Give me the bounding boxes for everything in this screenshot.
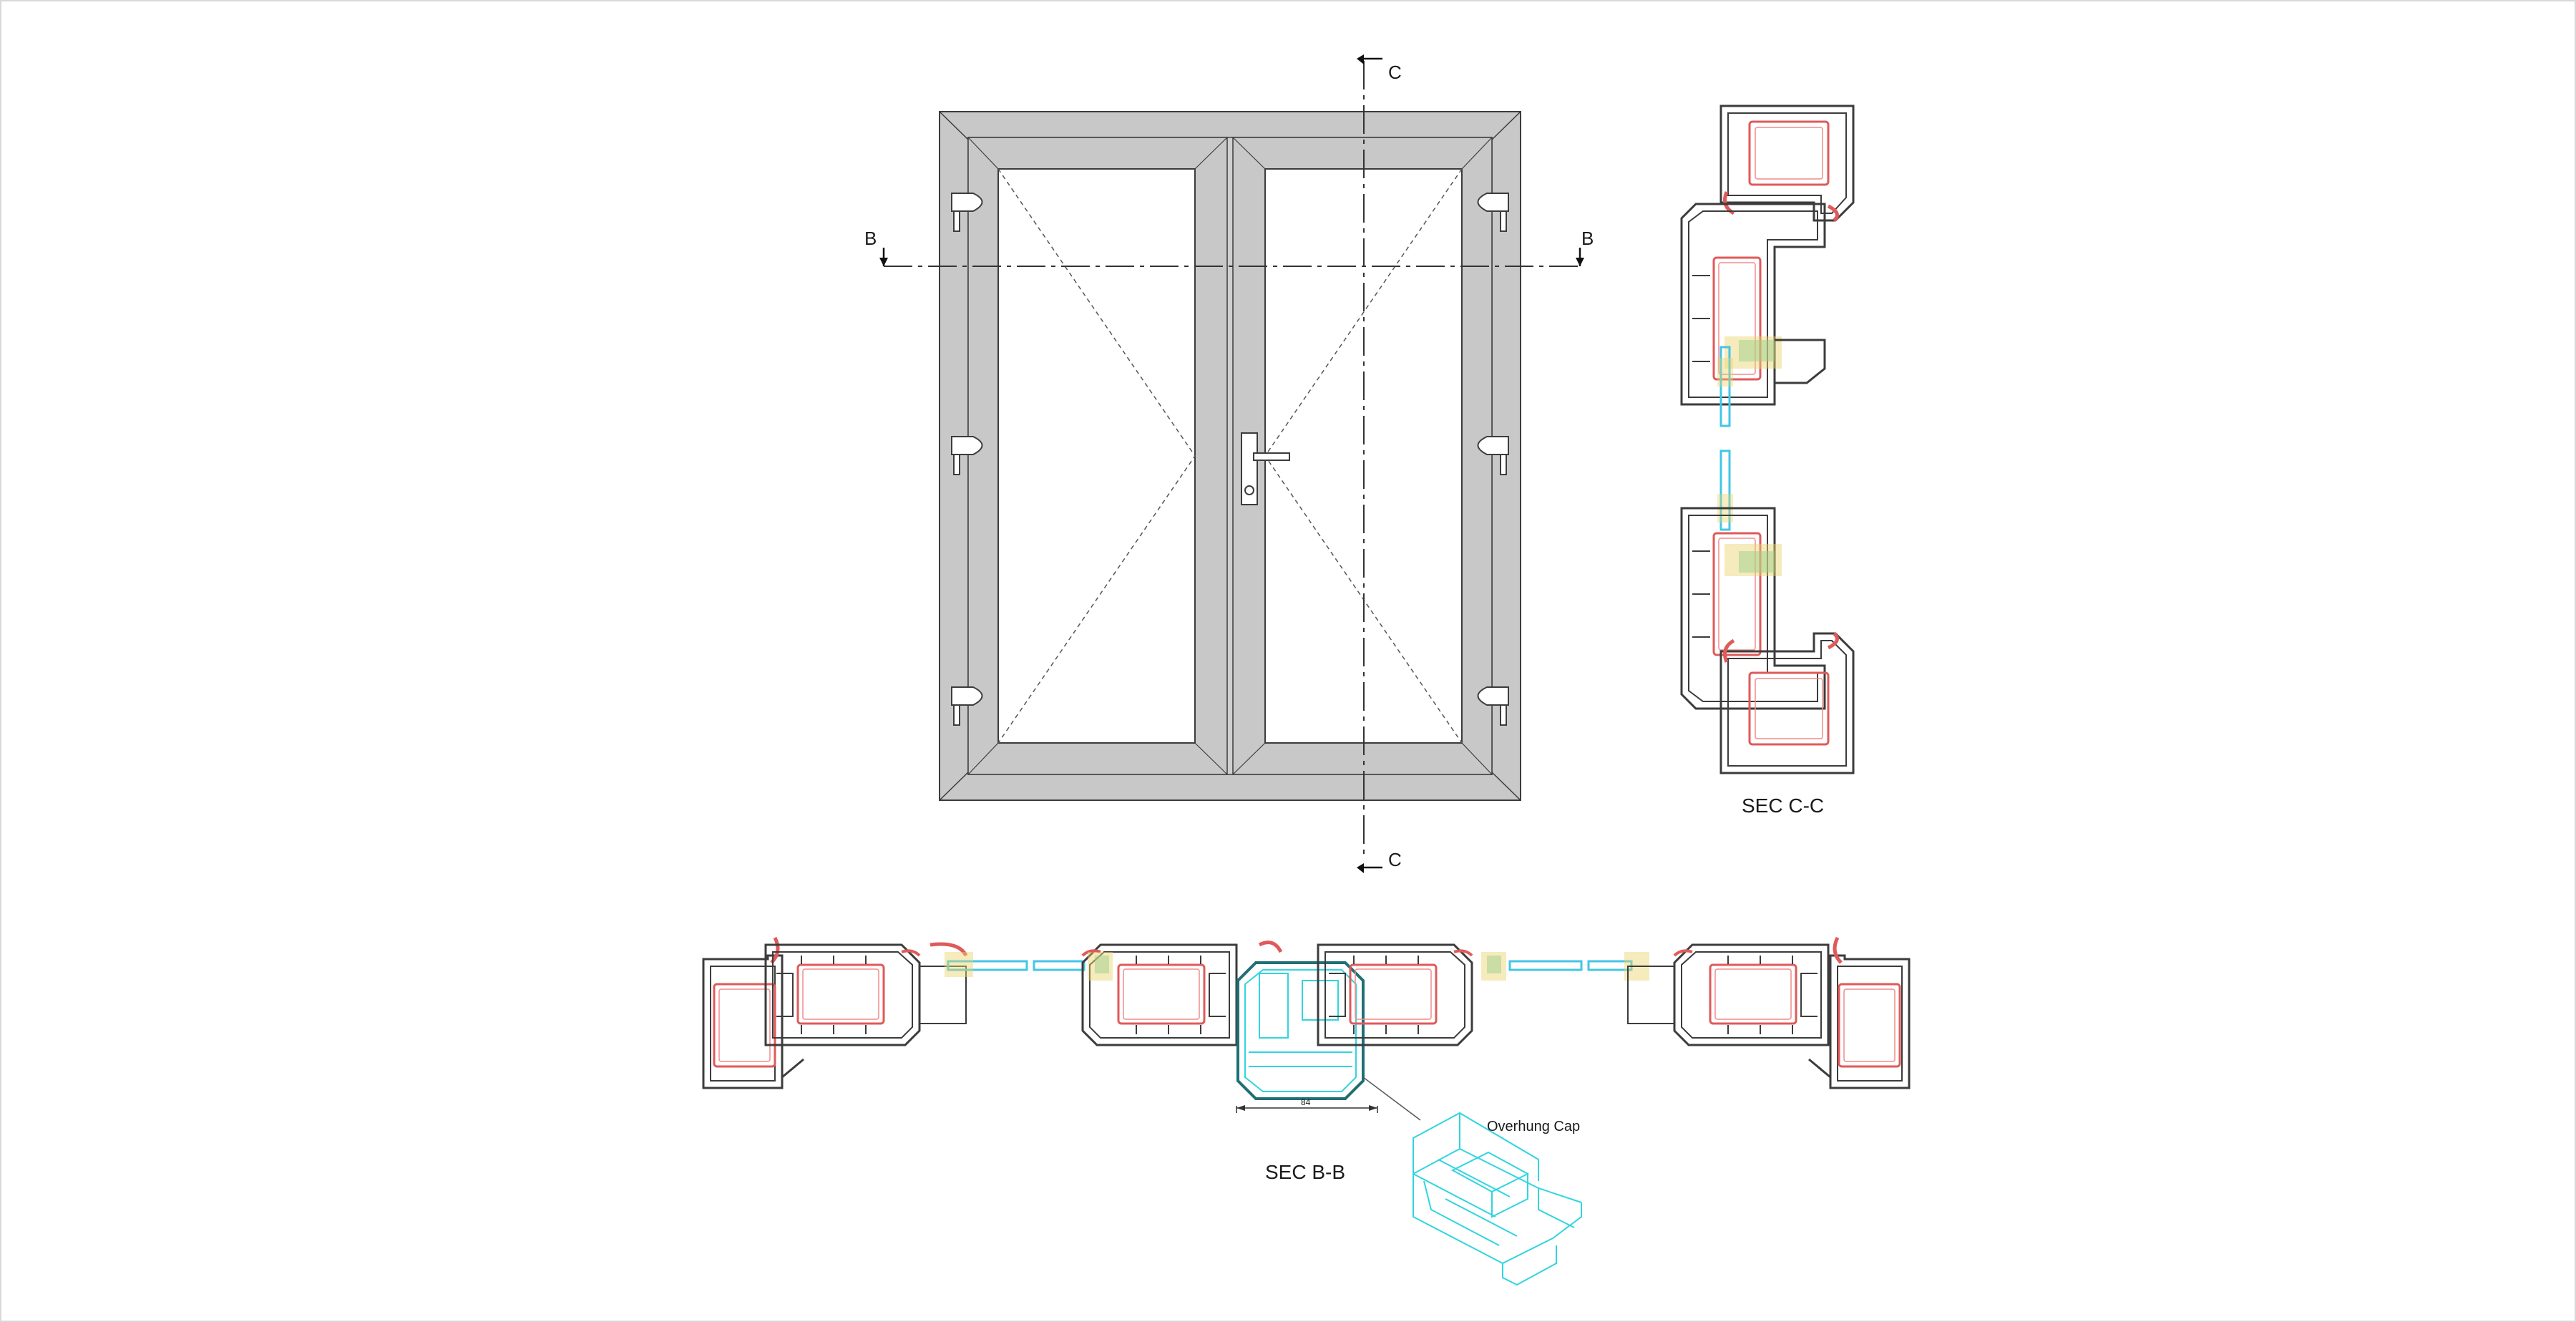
door-handle-lever [1253, 452, 1290, 461]
section-c-c-title: SEC C-C [1742, 794, 1824, 817]
section-line-c [1357, 54, 1382, 873]
overhung-cap-label: Overhung Cap [1487, 1119, 1580, 1134]
hinge-icons-right [1477, 193, 1509, 726]
door-elevation [939, 111, 1521, 801]
hinge-icons-left [951, 193, 983, 726]
glass-pane-vertical [1717, 346, 1733, 531]
section-c-top-label: C [1388, 62, 1402, 83]
section-b-left-label: B [864, 228, 877, 249]
overhung-cap-section [1236, 941, 1365, 1100]
section-b-right-label: B [1581, 228, 1594, 249]
section-c-c-drawing [1680, 105, 1855, 774]
section-b-b-title: SEC B-B [1265, 1161, 1345, 1183]
dimension-line [1236, 1105, 1378, 1113]
section-b-b-drawing: 84 [702, 936, 1911, 1121]
dimension-label: 84 [1301, 1097, 1311, 1107]
glass-pane-left [945, 952, 1085, 977]
section-c-bottom-label: C [1388, 849, 1402, 870]
section-line-b [879, 248, 1584, 267]
door-handle-plate [1241, 432, 1258, 505]
overhung-cap-isometric [1413, 1112, 1582, 1286]
